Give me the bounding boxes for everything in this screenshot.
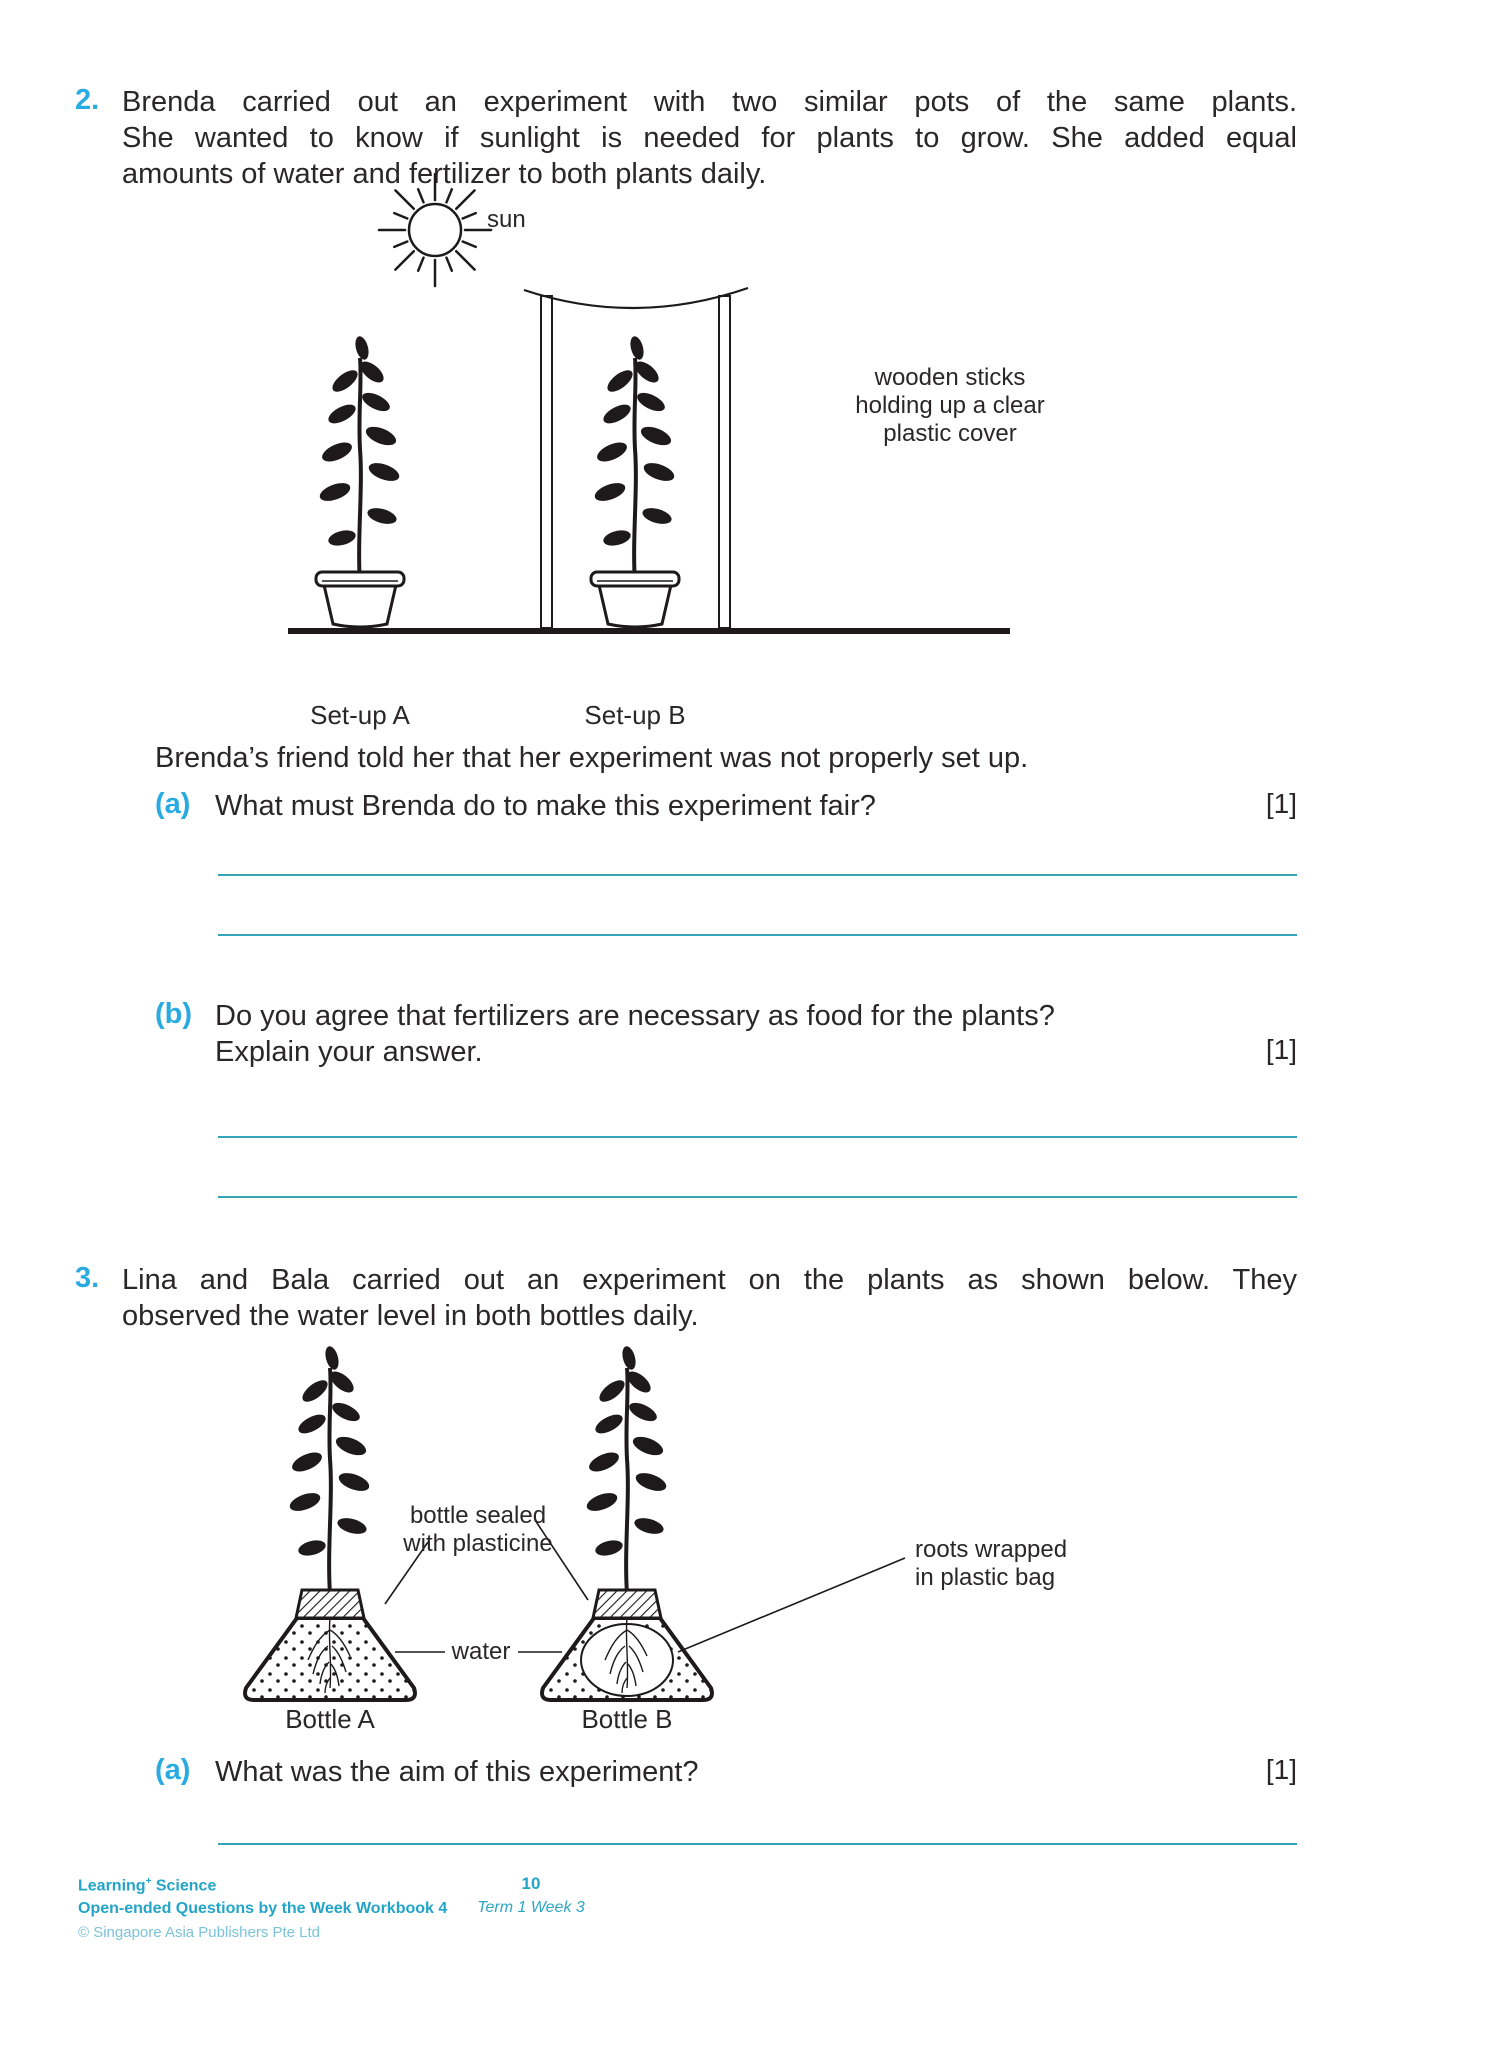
plant-a: [315, 332, 404, 586]
bottle-a-plant: [285, 1342, 374, 1596]
sun-label: sun: [487, 206, 526, 233]
q3a-question: What was the aim of this experiment?: [215, 1756, 699, 1788]
wooden-sticks-label: wooden sticks holding up a clear plastic…: [838, 364, 1062, 448]
pot-b: [589, 570, 681, 629]
experiment-diagram-setups: [288, 172, 1010, 634]
q2-note: Brenda’s friend told her that her experi…: [155, 742, 1029, 774]
q3a-label: (a): [155, 1754, 191, 1786]
question-2-number: 2.: [75, 84, 100, 116]
q3a-marks: [1]: [1265, 1754, 1297, 1785]
pot-a: [314, 570, 406, 629]
q2b-marks: [1]: [1265, 1034, 1297, 1065]
leader-lines: [384, 1519, 906, 1653]
footer-term-week: Term 1 Week 3: [477, 1899, 585, 1916]
bottle-b-caption: Bottle B: [581, 1704, 673, 1734]
q3a-answer-line-1: [218, 1843, 1297, 1845]
sealed-label-line1: bottle sealed: [409, 1502, 547, 1529]
q2a-answer-line-2: [218, 934, 1297, 936]
q2a-question: What must Brenda do to make this experim…: [215, 790, 876, 822]
sun-icon: [377, 172, 493, 288]
q2a-marks: [1]: [1265, 788, 1297, 819]
question-3-text-line1: Lina and Bala carried out an experiment …: [122, 1264, 1297, 1296]
plastic-cover: [523, 286, 749, 310]
q2b-answer-line-2: [218, 1196, 1297, 1198]
setup-b-caption: Set-up B: [584, 700, 686, 730]
bottle-b-plant: [582, 1342, 671, 1596]
q2a-label: (a): [155, 788, 191, 820]
q2b-answer-line-1: [218, 1136, 1297, 1138]
bottle-b-stopper: [591, 1588, 663, 1620]
bottle-a-stopper: [294, 1588, 366, 1620]
wooden-sticks-label-line2: holding up a clear: [855, 392, 1045, 419]
question-2-text-line2: She wanted to know if sunlight is needed…: [122, 122, 1297, 154]
water-label: water: [451, 1638, 511, 1665]
question-3-number: 3.: [75, 1262, 100, 1294]
q2a-answer-line-1: [218, 874, 1297, 876]
ground-line: [288, 628, 1010, 634]
wooden-sticks-label-line1: wooden sticks: [874, 364, 1026, 391]
footer-series-plus: +: [145, 1876, 152, 1887]
q2b-question-line2: Explain your answer.: [215, 1036, 483, 1068]
question-3-text-line2: observed the water level in both bottles…: [122, 1300, 699, 1332]
plant-b: [590, 332, 679, 586]
roots-label: roots wrapped in plastic bag: [915, 1536, 1145, 1592]
q2b-label: (b): [155, 998, 193, 1030]
footer-book-title: Open-ended Questions by the Week Workboo…: [78, 1900, 448, 1917]
sealed-label: bottle sealed with plasticine: [378, 1502, 578, 1558]
footer-series-name: Learning: [78, 1877, 146, 1895]
footer-copyright: © Singapore Asia Publishers Pte Ltd: [78, 1924, 321, 1941]
sealed-label-line2: with plasticine: [403, 1530, 553, 1557]
q2b-question-line1: Do you agree that fertilizers are necess…: [215, 1000, 1055, 1032]
footer-series-tail: Science: [151, 1877, 217, 1895]
roots-label-line2: in plastic bag: [915, 1564, 1056, 1591]
wooden-sticks-label-line3: plastic cover: [883, 420, 1017, 447]
setup-a-caption: Set-up A: [310, 700, 410, 730]
roots-label-line1: roots wrapped: [915, 1536, 1068, 1563]
bottle-a-caption: Bottle A: [285, 1704, 375, 1734]
question-2-text-line3: amounts of water and fertilizer to both …: [122, 158, 767, 190]
question-2-text-line1: Brenda carried out an experiment with tw…: [122, 86, 1297, 118]
footer-series: Learning+ Science: [78, 1876, 216, 1895]
wooden-stick-right: [718, 295, 731, 629]
footer-page-number: 10: [521, 1874, 541, 1893]
wooden-stick-left: [540, 295, 553, 629]
experiment-diagram-bottles: [243, 1342, 906, 1702]
